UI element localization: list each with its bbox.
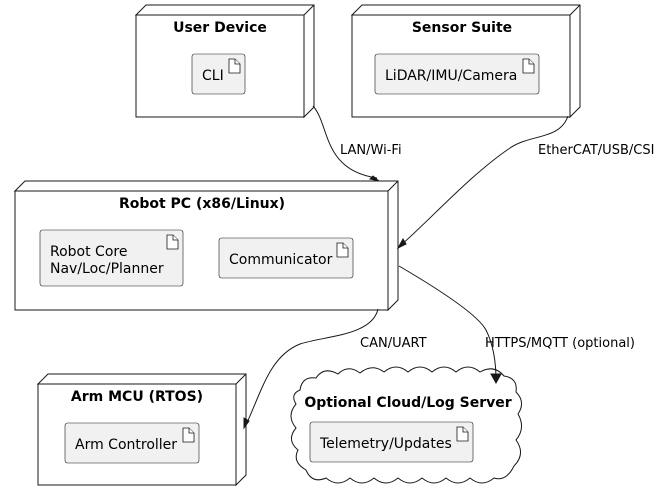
artifact-label: Telemetry/Updates [319, 436, 452, 452]
edge-label: LAN/Wi-Fi [340, 143, 402, 158]
artifact-icon [166, 234, 179, 250]
edge-line [245, 308, 379, 426]
node-title: Optional Cloud/Log Server [304, 395, 511, 411]
arrowhead [243, 417, 250, 430]
edge-line [312, 105, 378, 179]
node-arm-mcu: Arm MCU (RTOS) Arm Controller [36, 373, 247, 487]
artifact-label: Robot Core [50, 244, 127, 260]
edge-line [399, 115, 569, 247]
artifact-telemetry: Telemetry/Updates [309, 421, 474, 463]
artifact-box [374, 53, 540, 95]
artifact-box [39, 229, 184, 287]
artifact-label: CLI [202, 68, 224, 84]
artifact-label: Arm Controller [75, 437, 177, 453]
artifact-label: Communicator [229, 252, 333, 268]
edge-sensor-to-pc: EtherCAT/USB/CSI [396, 115, 654, 250]
artifact-box [64, 422, 200, 464]
arrowhead [369, 175, 380, 182]
artifact-icon [228, 58, 241, 74]
node-title: Arm MCU (RTOS) [71, 389, 203, 405]
node-cloud: Optional Cloud/Log Server Telemetry/Upda… [290, 366, 522, 484]
arrowhead [396, 238, 407, 250]
artifact-label-line2: Nav/Loc/Planner [50, 261, 164, 277]
node-user-device: User Device CLI [134, 4, 315, 119]
artifact-box [218, 237, 354, 279]
node-robot-pc: Robot PC (x86/Linux) Robot Core Nav/Loc/… [13, 180, 399, 312]
edge-label: HTTPS/MQTT (optional) [485, 336, 635, 351]
artifact-label: LiDAR/IMU/Camera [385, 68, 517, 84]
edge-pc-to-cloud: HTTPS/MQTT (optional) [398, 265, 635, 385]
artifact-lidar-imu-camera: LiDAR/IMU/Camera [374, 53, 540, 95]
edge-pc-to-arm: CAN/UART [243, 308, 427, 430]
edge-line [398, 265, 497, 381]
artifact-icon [456, 426, 469, 442]
artifact-cli: CLI [191, 53, 246, 95]
artifact-box [309, 421, 474, 463]
artifact-icon [336, 242, 349, 258]
node-sensor-suite: Sensor Suite LiDAR/IMU/Camera [350, 4, 581, 119]
edge-user-to-pc: LAN/Wi-Fi [312, 105, 402, 182]
node-title: User Device [173, 20, 267, 36]
edge-label: CAN/UART [360, 336, 427, 351]
artifact-robot-core: Robot Core Nav/Loc/Planner [39, 229, 184, 287]
node-title: Sensor Suite [412, 20, 512, 36]
node-title: Robot PC (x86/Linux) [119, 196, 285, 212]
artifact-arm-controller: Arm Controller [64, 422, 200, 464]
artifact-icon [182, 427, 195, 443]
arrowhead [490, 373, 502, 385]
edge-label: EtherCAT/USB/CSI [538, 143, 654, 158]
artifact-communicator: Communicator [218, 237, 354, 279]
artifact-icon [522, 58, 535, 74]
